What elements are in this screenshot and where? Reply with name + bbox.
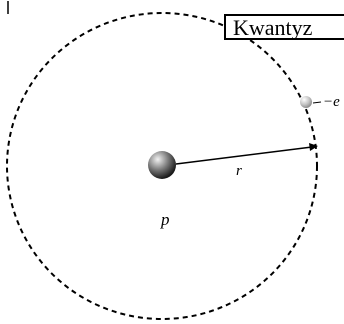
nucleus-label: p: [160, 210, 170, 229]
title-box: Kwantyz: [224, 14, 344, 40]
radius-arrowhead: [309, 143, 318, 151]
radius-label: r: [236, 163, 242, 179]
nucleus-proton: [148, 151, 176, 179]
radius-arrow: [175, 146, 313, 165]
electron: [300, 96, 312, 108]
electron-label: −e: [323, 94, 340, 110]
title-text: Kwantyz: [233, 15, 313, 40]
electron-minus: [312, 101, 322, 104]
orbit-circle: [6, 12, 318, 320]
